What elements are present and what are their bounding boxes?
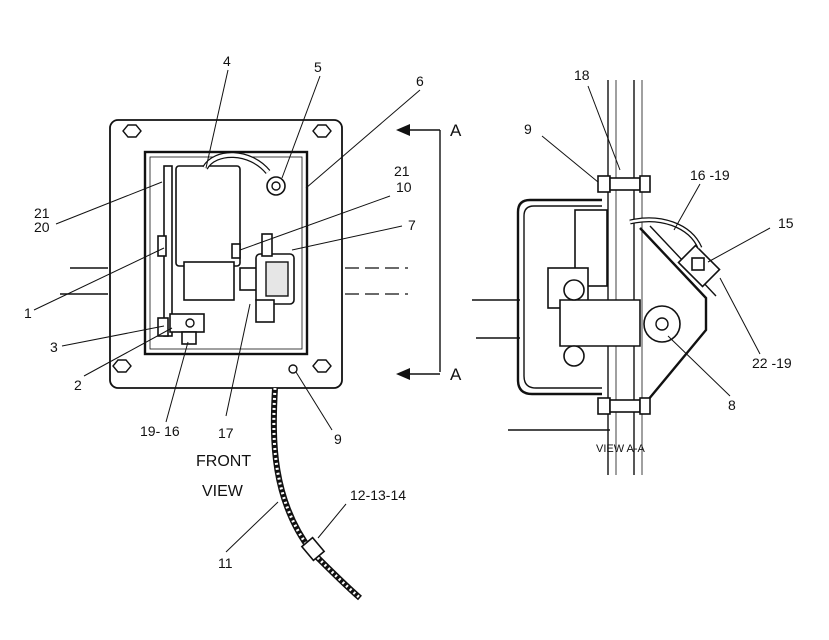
view-captions: FRONT VIEW VIEW A-A — [196, 443, 646, 500]
callout-10: 10 — [396, 179, 412, 195]
front-view-assembly — [60, 119, 408, 601]
housing-channel — [516, 198, 602, 396]
callout-9-front: 9 — [334, 431, 342, 447]
callout-12-13-14: 12-13-14 — [350, 487, 406, 503]
section-view-caption: VIEW A-A — [596, 443, 646, 455]
section-letter-bottom: A — [450, 365, 462, 384]
callout-18: 18 — [574, 67, 590, 83]
callout-8: 8 — [728, 397, 736, 413]
callout-20: 20 — [34, 219, 50, 235]
callout-21b: 21 — [394, 163, 410, 179]
callout-4: 4 — [223, 53, 231, 69]
corner-holes — [112, 124, 332, 373]
section-indicator — [396, 124, 441, 380]
solenoid-body — [175, 165, 241, 267]
callout-11: 11 — [218, 555, 233, 571]
callout-9-section: 9 — [524, 121, 532, 137]
callout-15: 15 — [778, 215, 794, 231]
leader-lines — [33, 69, 771, 553]
callout-17: 17 — [218, 425, 234, 441]
callout-labels: 4 5 6 21 10 7 21 20 1 3 2 19- 16 17 9 11… — [24, 53, 794, 571]
callout-3: 3 — [50, 339, 58, 355]
pivot — [643, 305, 681, 343]
section-letter-top: A — [450, 121, 462, 140]
grommet — [266, 176, 286, 196]
mounting-plate — [109, 119, 343, 389]
callout-22-19: 22 -19 — [752, 355, 792, 371]
section-view-assembly — [472, 80, 721, 475]
clamp-block — [169, 313, 205, 333]
callout-5: 5 — [314, 59, 322, 75]
cable — [270, 387, 362, 601]
front-view-caption-line2: VIEW — [202, 483, 244, 500]
callout-1: 1 — [24, 305, 32, 321]
section-letters: A A — [450, 121, 462, 384]
callout-16-19: 16 -19 — [690, 167, 730, 183]
callout-2: 2 — [74, 377, 82, 393]
callout-19-16: 19- 16 — [140, 423, 180, 439]
front-view-caption-line1: FRONT — [196, 453, 251, 470]
inner-box — [143, 150, 309, 356]
callout-7: 7 — [408, 217, 416, 233]
callout-6: 6 — [416, 73, 424, 89]
callout-21a: 21 — [34, 205, 50, 221]
